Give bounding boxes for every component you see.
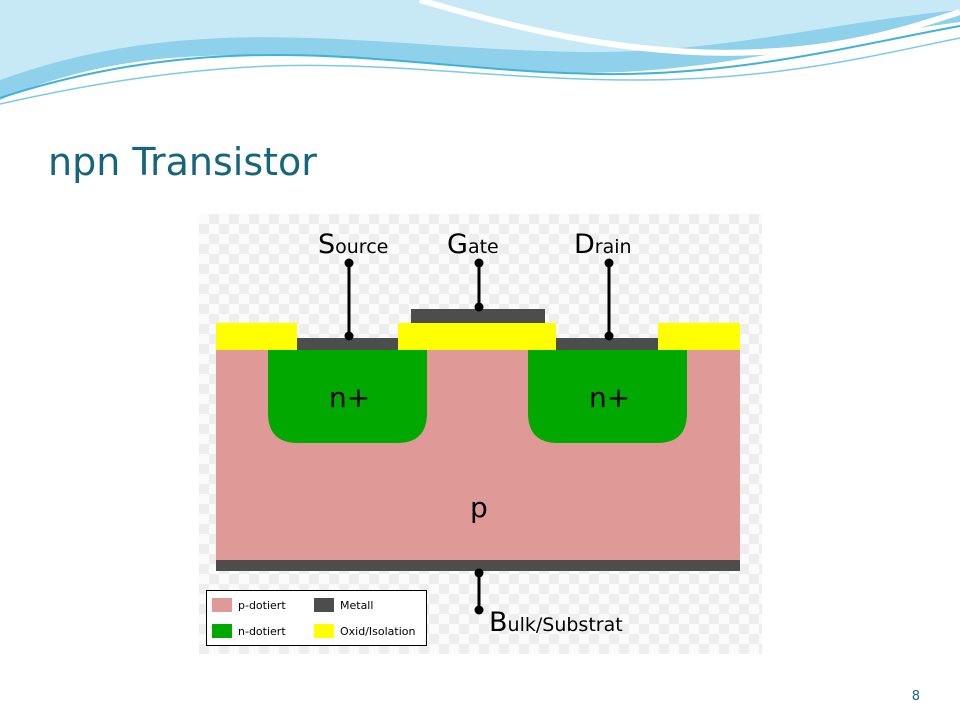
- drain-n-well: [528, 350, 687, 443]
- source-n-well: [268, 350, 427, 443]
- legend-swatch-p-doped: [212, 598, 232, 612]
- legend-label: Oxid/Isolation: [340, 624, 416, 638]
- gate-metal-electrode: [411, 309, 545, 323]
- substrate-doping-label: p: [470, 491, 488, 524]
- legend-item: n-dotiert: [212, 624, 286, 638]
- source-label-initial: S: [318, 229, 336, 260]
- legend-item: Metall: [314, 598, 373, 612]
- gate-label-rest: ate: [467, 236, 499, 258]
- legend-swatch-n-doped: [212, 624, 232, 638]
- transistor-cross-section: [216, 258, 740, 615]
- page-number: 8: [911, 689, 920, 704]
- bulk-label: Bulk/Substrat: [489, 609, 623, 636]
- gate-terminal-dot: [474, 258, 484, 268]
- legend-label: Metall: [340, 598, 374, 612]
- legend-label: p-dotiert: [238, 598, 286, 612]
- drain-contact-dot: [604, 331, 614, 341]
- legend: p-dotiert Metall n-dotiert Oxid/Isolatio…: [206, 590, 427, 646]
- drain-metal-contact: [556, 338, 658, 350]
- bulk-label-rest: ulk/Substrat: [507, 614, 623, 636]
- source-doping-label: n+: [329, 381, 371, 414]
- right-isolation-oxide: [658, 323, 740, 350]
- gate-label: Gate: [447, 231, 499, 258]
- source-label-rest: ource: [335, 236, 389, 258]
- bulk-label-initial: B: [489, 607, 508, 638]
- legend-item: Oxid/Isolation: [314, 624, 416, 638]
- slide-title: npn Transistor: [48, 140, 317, 184]
- drain-doping-label: n+: [589, 381, 631, 414]
- source-contact-dot: [344, 331, 354, 341]
- drain-label: Drain: [574, 231, 632, 258]
- gate-label-initial: G: [447, 229, 468, 260]
- drain-label-initial: D: [574, 229, 595, 260]
- bulk-metal-contact: [216, 560, 740, 571]
- legend-item: p-dotiert: [212, 598, 286, 612]
- legend-swatch-metal: [314, 598, 334, 612]
- source-metal-contact: [297, 338, 398, 350]
- left-isolation-oxide: [216, 323, 297, 350]
- source-label: Source: [318, 231, 388, 258]
- source-terminal-dot: [344, 258, 354, 268]
- gate-oxide: [398, 323, 556, 350]
- legend-swatch-oxide: [314, 624, 334, 638]
- drain-terminal-dot: [604, 258, 614, 268]
- gate-contact-dot: [474, 302, 484, 312]
- drain-label-rest: rain: [594, 236, 632, 258]
- bulk-terminal-dot: [474, 605, 484, 615]
- header-wave-decoration: [0, 0, 960, 105]
- bulk-contact-dot: [474, 568, 484, 578]
- legend-label: n-dotiert: [238, 624, 286, 638]
